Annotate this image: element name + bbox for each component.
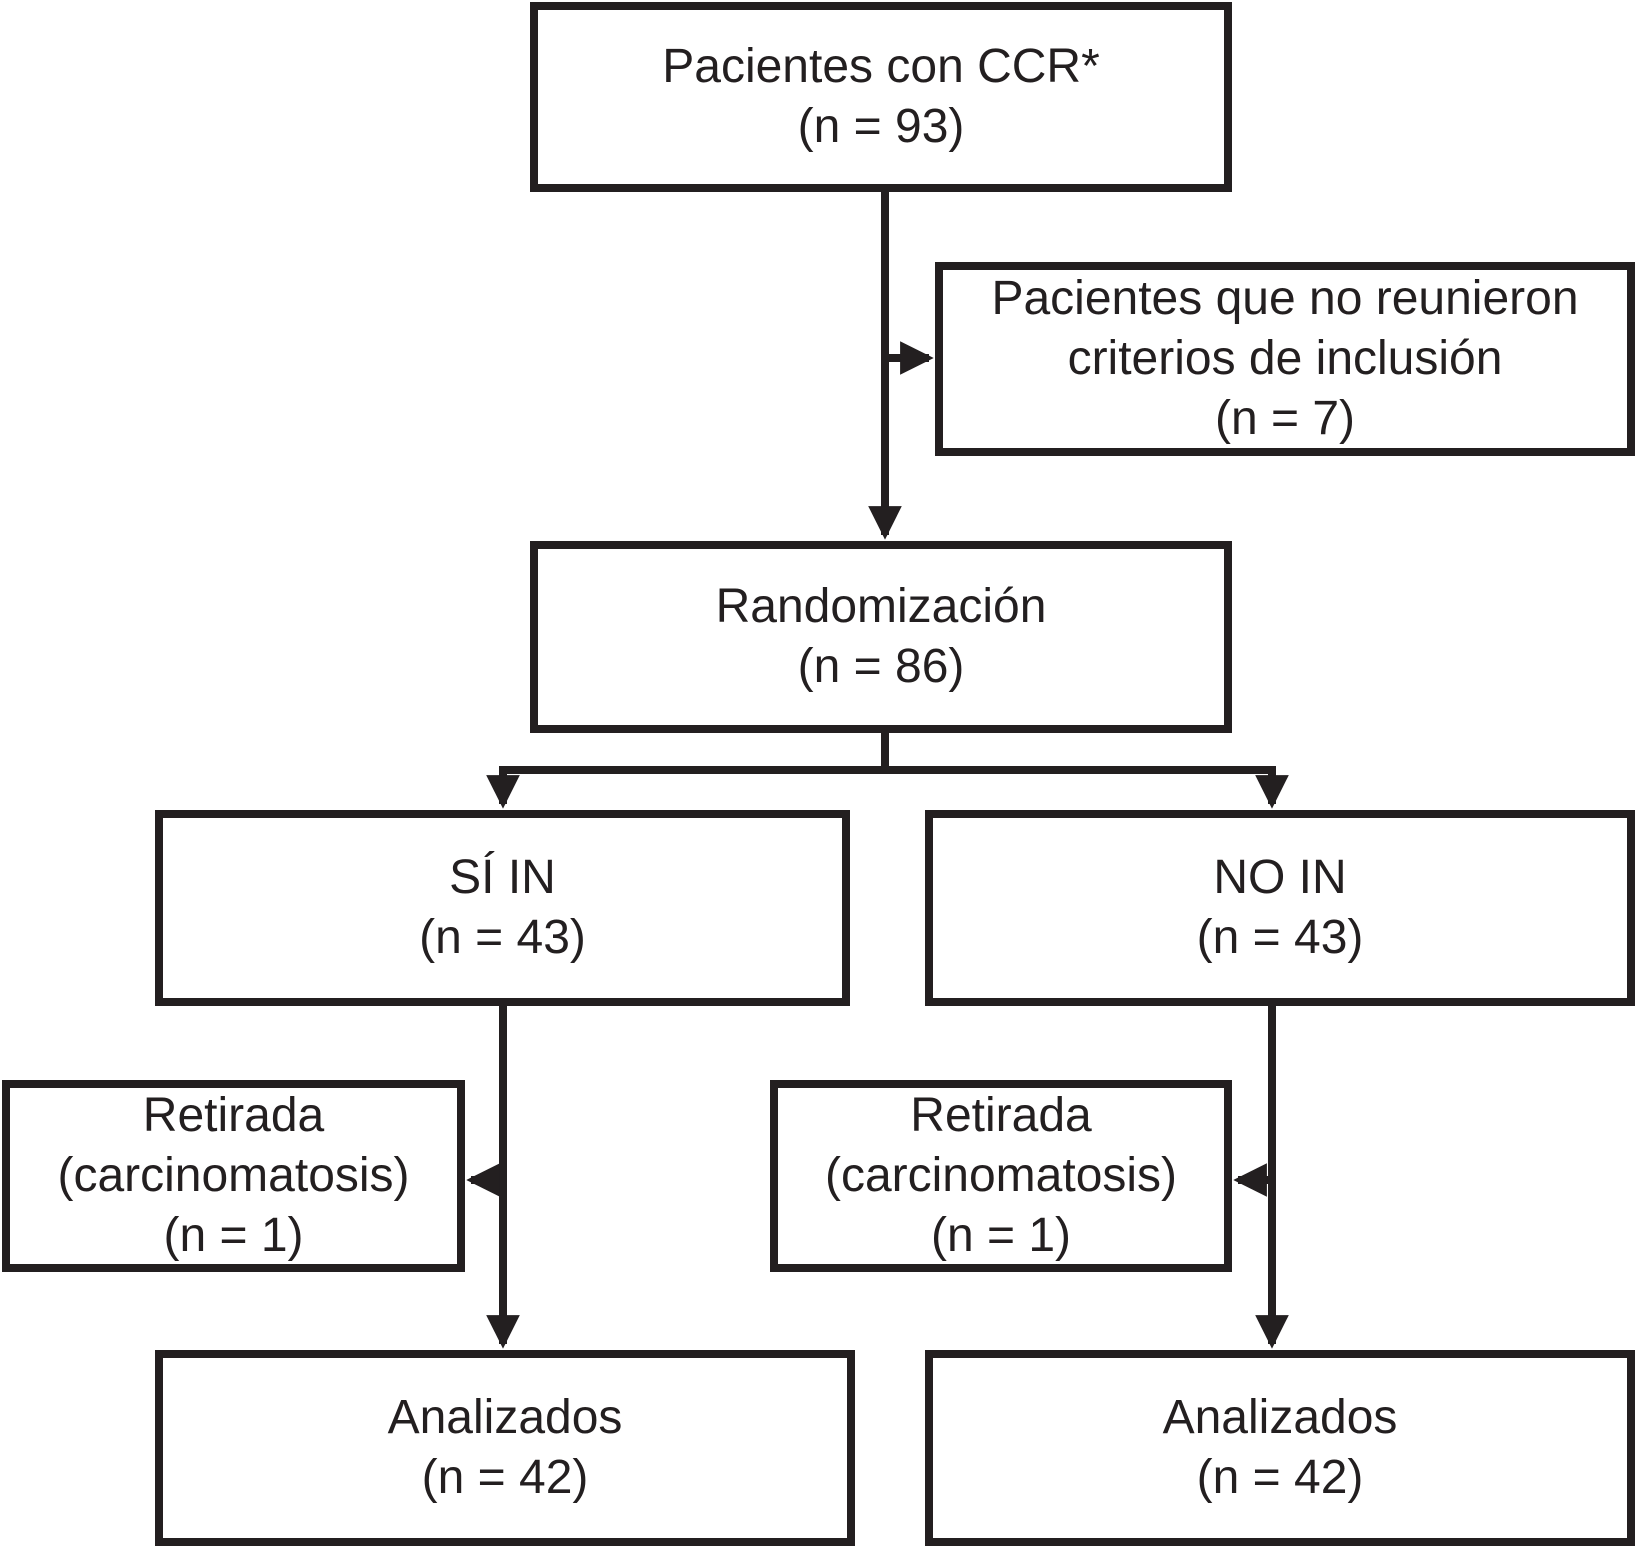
box-label-line: (carcinomatosis) xyxy=(57,1149,410,1202)
flow-box-withdrawal-right: Retirada (carcinomatosis) (n = 1) xyxy=(770,1080,1232,1272)
flow-box-analyzed-right: Analizados (n = 42) xyxy=(925,1350,1635,1546)
box-label-line: Pacientes que no reunieron xyxy=(991,272,1579,325)
box-count-line: (n = 42) xyxy=(421,1451,589,1504)
box-label-line: Retirada xyxy=(910,1089,1092,1142)
box-label-line: (carcinomatosis) xyxy=(824,1149,1178,1202)
box-count-line: (n = 43) xyxy=(1196,911,1364,964)
box-label-line: NO IN xyxy=(1213,851,1347,904)
flow-box-randomization: Randomización (n = 86) xyxy=(530,541,1232,733)
box-count-line: (n = 93) xyxy=(797,100,965,153)
box-label-line: criterios de inclusión xyxy=(1067,332,1503,385)
box-count-line: (n = 1) xyxy=(930,1209,1072,1262)
box-label-line: Analizados xyxy=(1162,1391,1398,1444)
box-label-line: SÍ IN xyxy=(449,851,556,904)
flow-box-si-in: SÍ IN (n = 43) xyxy=(155,810,850,1006)
box-count-line: (n = 7) xyxy=(1214,392,1356,445)
box-count-line: (n = 43) xyxy=(419,911,586,964)
box-count-line: (n = 1) xyxy=(163,1209,304,1262)
flow-box-analyzed-left: Analizados (n = 42) xyxy=(155,1350,855,1546)
flow-box-patients: Pacientes con CCR* (n = 93) xyxy=(530,2,1232,192)
box-label-line: Randomización xyxy=(715,580,1047,633)
box-count-line: (n = 42) xyxy=(1196,1451,1364,1504)
box-count-line: (n = 86) xyxy=(797,640,965,693)
flow-box-withdrawal-left: Retirada (carcinomatosis) (n = 1) xyxy=(2,1080,465,1272)
flow-box-no-in: NO IN (n = 43) xyxy=(925,810,1635,1006)
box-label-line: Pacientes con CCR* xyxy=(662,40,1100,93)
flow-box-excluded: Pacientes que no reunieron criterios de … xyxy=(935,262,1635,456)
box-label-line: Analizados xyxy=(387,1391,623,1444)
box-label-line: Retirada xyxy=(142,1089,325,1142)
